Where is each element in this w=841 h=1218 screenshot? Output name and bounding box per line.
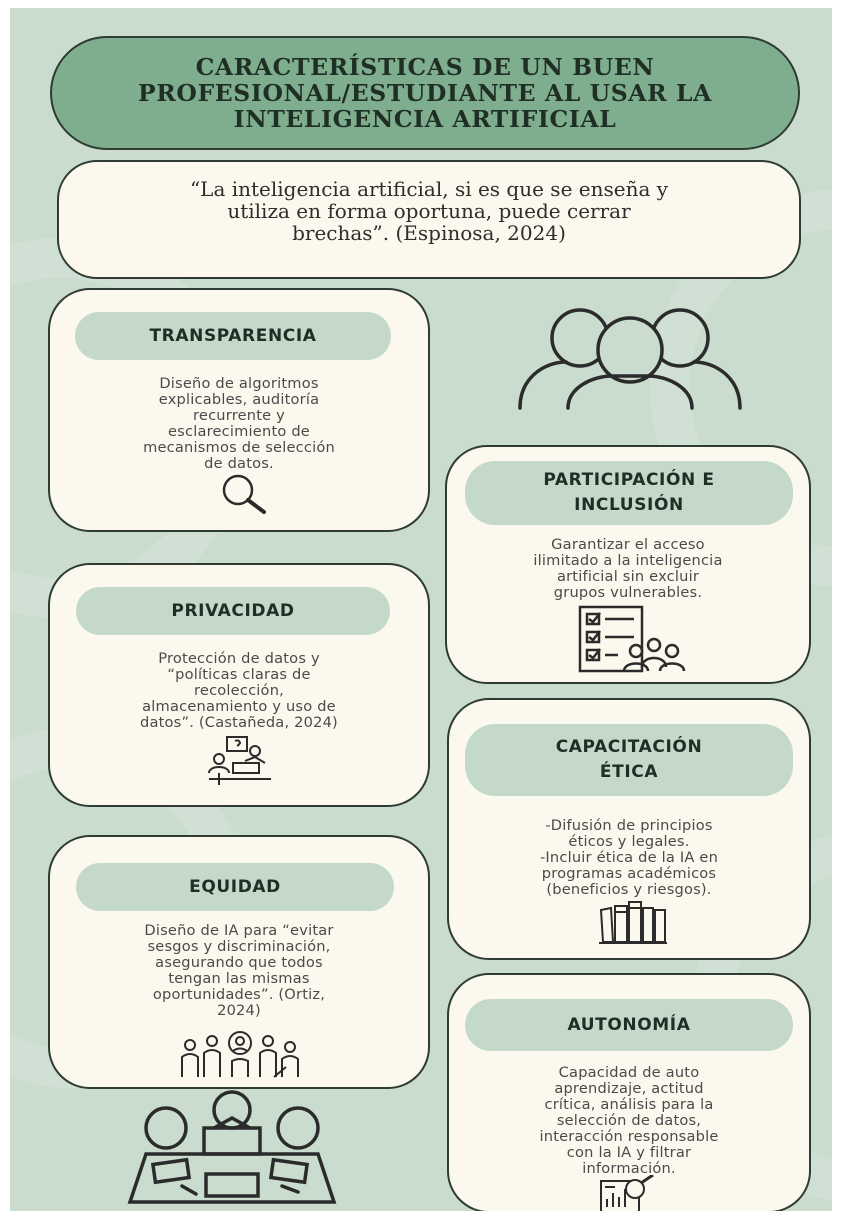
card-text: Protección de datos y “políticas claras … [140,650,338,731]
classroom-icon [205,733,275,785]
diverse-people-icon [178,1029,302,1081]
card-heading: PARTICIPACIÓN E INCLUSIÓN [465,461,793,525]
user-group-icon [510,300,750,412]
page-title: CARACTERÍSTICAS DE UN BUEN PROFESIONAL/E… [138,53,712,133]
card-heading: EQUIDAD [76,863,394,911]
card-text: Diseño de algoritmos explicables, audito… [143,375,335,472]
card-heading: PRIVACIDAD [76,587,390,635]
card-text: -Difusión de principios éticos y legales… [539,817,719,898]
card-privacidad: PRIVACIDAD Protección de datos y “políti… [48,563,430,807]
card-capacitacion-etica: CAPACITACIÓN ÉTICA -Difusión de principi… [447,698,811,960]
quote-box: “La inteligencia artificial, si es que s… [57,160,801,279]
report-search-icon [599,1175,655,1211]
magnifying-glass-icon [220,472,268,516]
title-banner: CARACTERÍSTICAS DE UN BUEN PROFESIONAL/E… [50,36,800,150]
card-text: Capacidad de auto aprendizaje, actitud c… [539,1064,719,1177]
card-heading: AUTONOMÍA [465,999,793,1051]
card-text: Diseño de IA para “evitar sesgos y discr… [144,922,334,1019]
meeting-table-icon [122,1088,342,1211]
books-icon [599,900,667,944]
card-heading: TRANSPARENCIA [75,312,391,360]
card-text: Garantizar el acceso ilimitado a la inte… [533,536,723,601]
card-transparencia: TRANSPARENCIA Diseño de algoritmos expli… [48,288,430,532]
infographic-poster: CARACTERÍSTICAS DE UN BUEN PROFESIONAL/E… [10,8,832,1211]
card-participacion-inclusion: PARTICIPACIÓN E INCLUSIÓN Garantizar el … [445,445,811,684]
card-equidad: EQUIDAD Diseño de IA para “evitar sesgos… [48,835,430,1089]
card-heading: CAPACITACIÓN ÉTICA [465,724,793,796]
quote-text: “La inteligencia artificial, si es que s… [189,176,669,245]
checklist-group-icon [574,605,686,673]
card-autonomia: AUTONOMÍA Capacidad de auto aprendizaje,… [447,973,811,1211]
